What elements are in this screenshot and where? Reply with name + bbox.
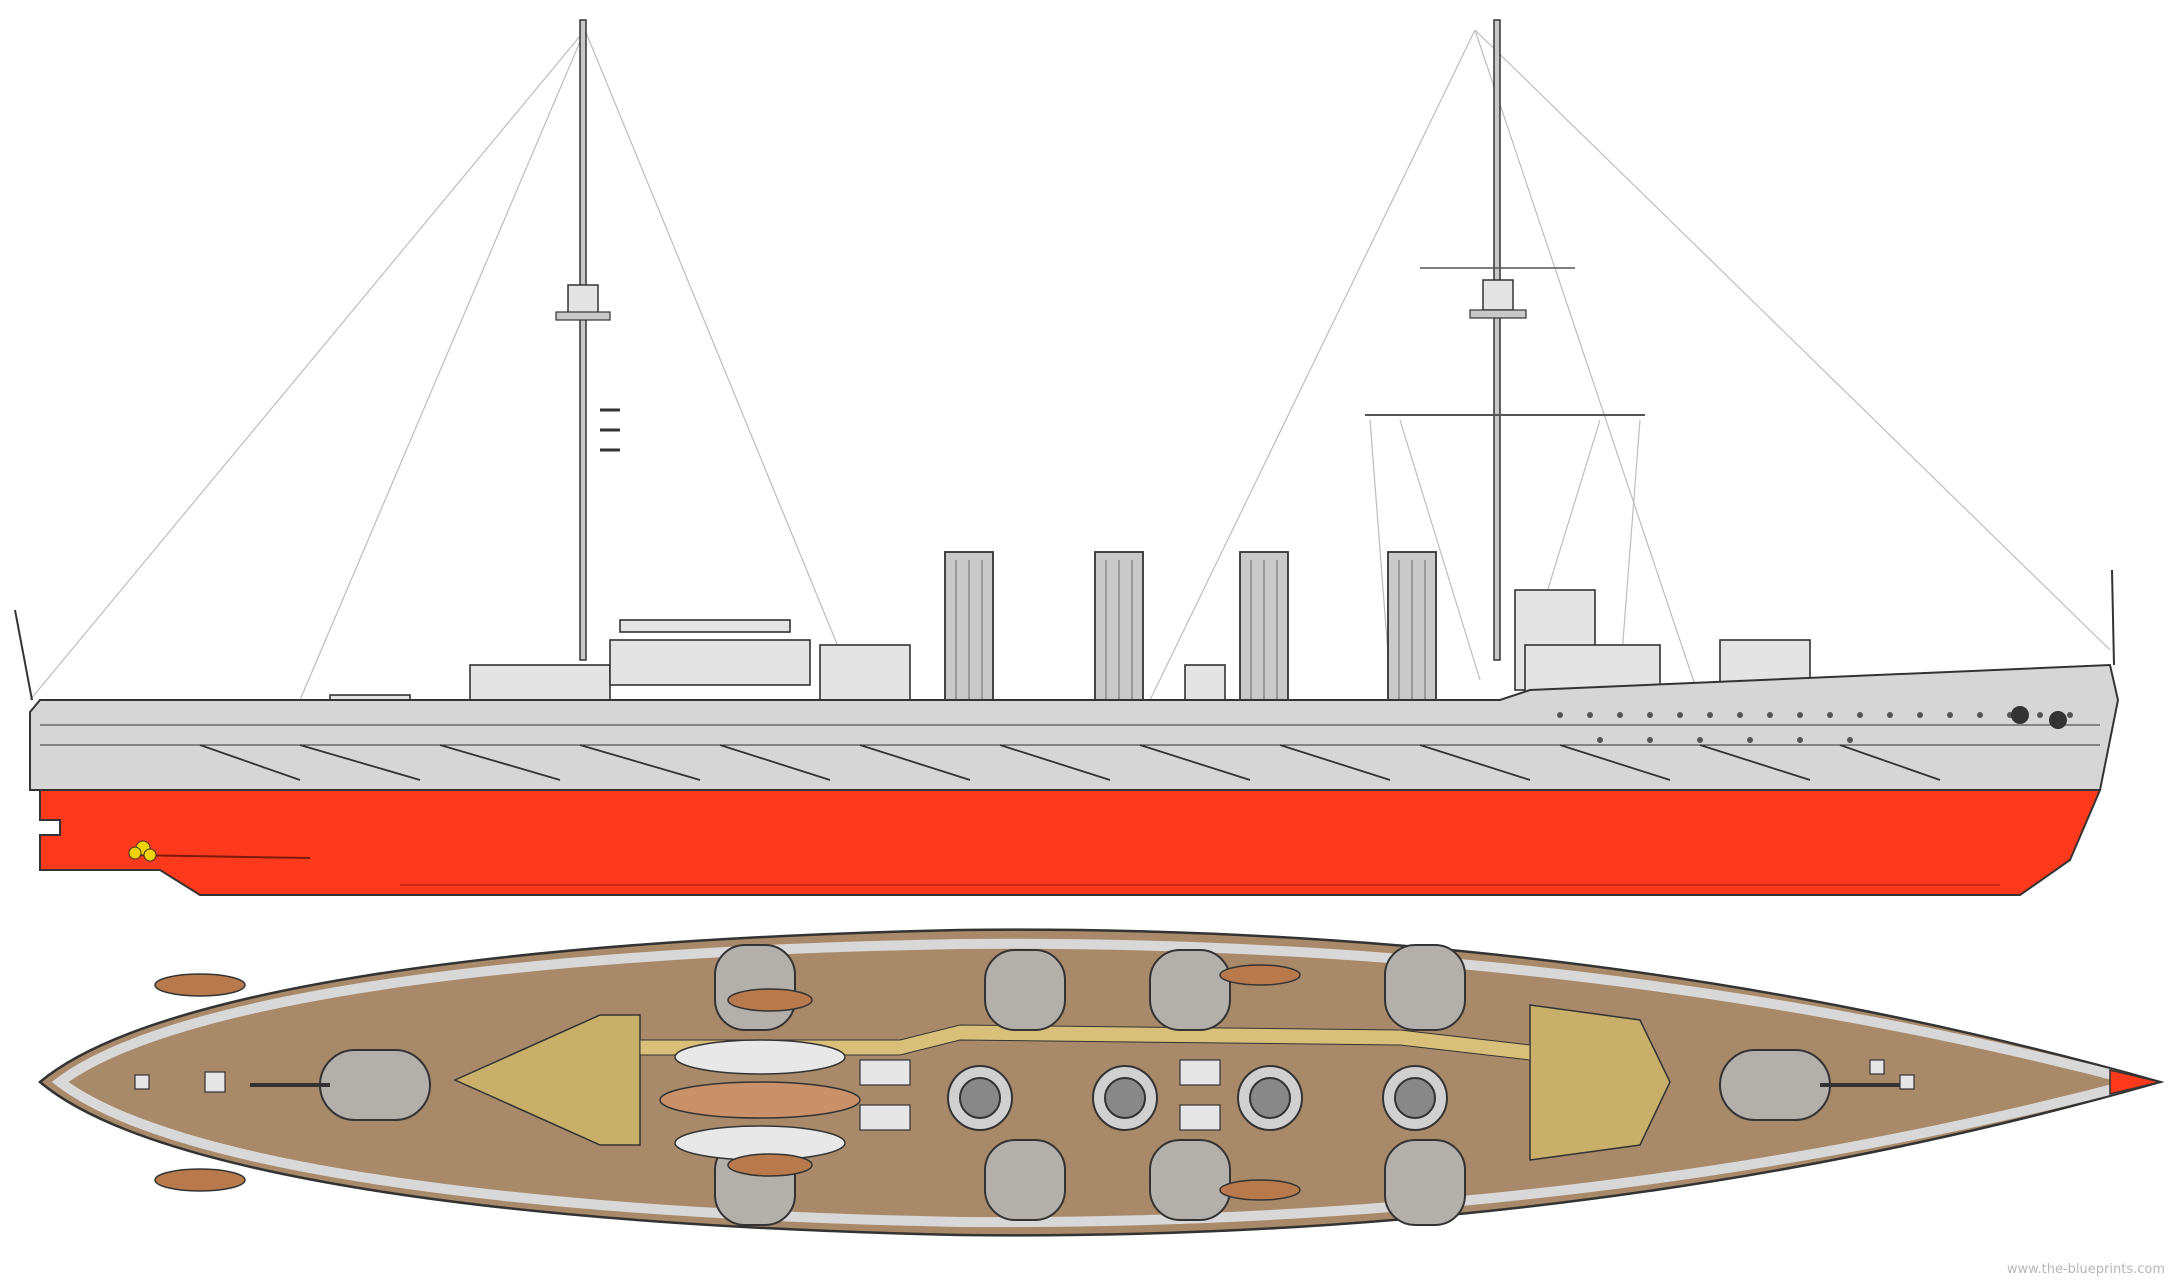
hull-lower bbox=[39, 789, 2102, 896]
plan-bow-tip bbox=[2109, 1069, 2161, 1095]
rigging bbox=[29, 29, 2111, 701]
plan-funnels bbox=[947, 1065, 1448, 1131]
plan-boats bbox=[659, 1039, 861, 1161]
plan-turrets-centerline bbox=[250, 1049, 1900, 1121]
anchor-icon bbox=[2011, 706, 2067, 729]
funnels bbox=[944, 551, 1437, 701]
hull-plating-lines bbox=[40, 724, 2100, 781]
plan-turrets-port bbox=[714, 944, 1466, 1031]
plan-turrets-starboard bbox=[714, 1139, 1466, 1226]
hull-upper bbox=[29, 663, 2120, 791]
plan-view bbox=[38, 928, 2165, 1237]
propeller-icon bbox=[128, 840, 157, 862]
plan-bridge-deck bbox=[453, 1014, 641, 1146]
plan-forward-bridge bbox=[1529, 1004, 1671, 1161]
watermark: www.the-blueprints.com bbox=[2006, 1262, 2165, 1277]
main-mast bbox=[1365, 19, 1645, 661]
portholes bbox=[1557, 712, 2073, 743]
plan-lifeboats bbox=[154, 964, 1301, 1201]
plan-deck-fittings bbox=[134, 1059, 1915, 1131]
fore-mast bbox=[555, 19, 620, 661]
stern-flagstaff bbox=[14, 609, 33, 701]
bow-jackstaff bbox=[2111, 569, 2115, 666]
side-profile-view bbox=[14, 19, 2120, 896]
